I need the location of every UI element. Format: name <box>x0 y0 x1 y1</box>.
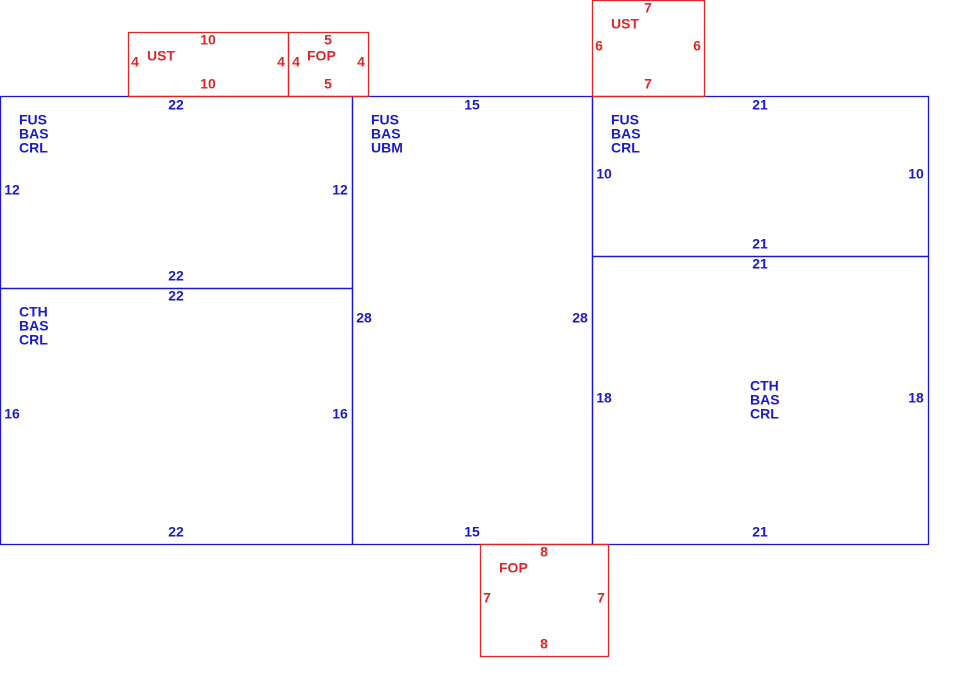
dimension-top: 21 <box>752 256 768 272</box>
dimension-right: 12 <box>332 182 348 198</box>
room-code-label: FOP <box>307 48 336 64</box>
dimension-top: 22 <box>168 97 184 113</box>
dimension-top: 8 <box>540 544 548 560</box>
dimension-right: 28 <box>572 310 588 326</box>
room-code-label: FOP <box>499 560 528 576</box>
room-outline <box>351 95 594 546</box>
dimension-left: 28 <box>356 310 372 326</box>
dimension-right: 18 <box>908 390 924 406</box>
room-outline <box>479 543 610 658</box>
room-outline <box>287 31 370 98</box>
dimension-right: 4 <box>357 54 365 70</box>
dimension-left: 12 <box>4 182 20 198</box>
room-section-s6: UST 10 10 4 4 <box>127 32 290 98</box>
room-code-label: CRL <box>19 140 48 156</box>
dimension-bottom: 10 <box>200 76 216 92</box>
dimension-left: 6 <box>595 38 603 54</box>
dimension-right: 10 <box>908 166 924 182</box>
dimension-bottom: 22 <box>168 524 184 540</box>
dimension-right: 7 <box>597 590 605 606</box>
dimension-right: 16 <box>332 406 348 422</box>
dimension-bottom: 7 <box>644 76 652 92</box>
room-code-label: CRL <box>750 406 779 422</box>
dimension-bottom: 8 <box>540 636 548 652</box>
dimension-bottom: 21 <box>752 236 768 252</box>
dimension-left: 4 <box>131 54 139 70</box>
room-code-label: CTH <box>750 378 779 394</box>
room-outline <box>591 0 706 98</box>
dimension-top: 21 <box>752 97 768 113</box>
dimension-bottom: 21 <box>752 524 768 540</box>
dimension-top: 15 <box>464 97 480 113</box>
dimension-left: 16 <box>4 406 20 422</box>
room-code-label: BAS <box>611 126 641 142</box>
room-outline <box>591 255 930 546</box>
dimension-left: 4 <box>292 54 300 70</box>
dimension-bottom: 15 <box>464 524 480 540</box>
room-code-label: CRL <box>19 332 48 348</box>
room-outline <box>0 95 354 290</box>
dimension-bottom: 5 <box>324 76 332 92</box>
room-code-label: CRL <box>611 140 640 156</box>
dimension-bottom: 22 <box>168 268 184 284</box>
room-code-label: FUS <box>371 112 399 128</box>
dimension-right: 4 <box>277 54 285 70</box>
room-code-label: BAS <box>19 126 49 142</box>
room-section-s8: UST 7 7 6 6 <box>591 0 706 98</box>
room-code-label: FUS <box>611 112 639 128</box>
dimension-right: 6 <box>693 38 701 54</box>
dimension-left: 10 <box>596 166 612 182</box>
room-code-label: UBM <box>371 140 403 156</box>
room-code-label: UST <box>147 48 175 64</box>
dimension-top: 5 <box>324 32 332 48</box>
room-code-label: BAS <box>19 318 49 334</box>
room-code-label: CTH <box>19 304 48 320</box>
dimension-top: 7 <box>644 0 652 16</box>
room-outline <box>0 287 354 546</box>
room-code-label: UST <box>611 16 639 32</box>
room-code-label: BAS <box>371 126 401 142</box>
room-outline <box>591 95 930 258</box>
room-section-s9: FOP 8 8 7 7 <box>479 543 610 658</box>
dimension-top: 22 <box>168 288 184 304</box>
dimension-left: 18 <box>596 390 612 406</box>
dimension-top: 10 <box>200 32 216 48</box>
dimension-left: 7 <box>483 590 491 606</box>
room-code-label: FUS <box>19 112 47 128</box>
room-code-label: BAS <box>750 392 780 408</box>
